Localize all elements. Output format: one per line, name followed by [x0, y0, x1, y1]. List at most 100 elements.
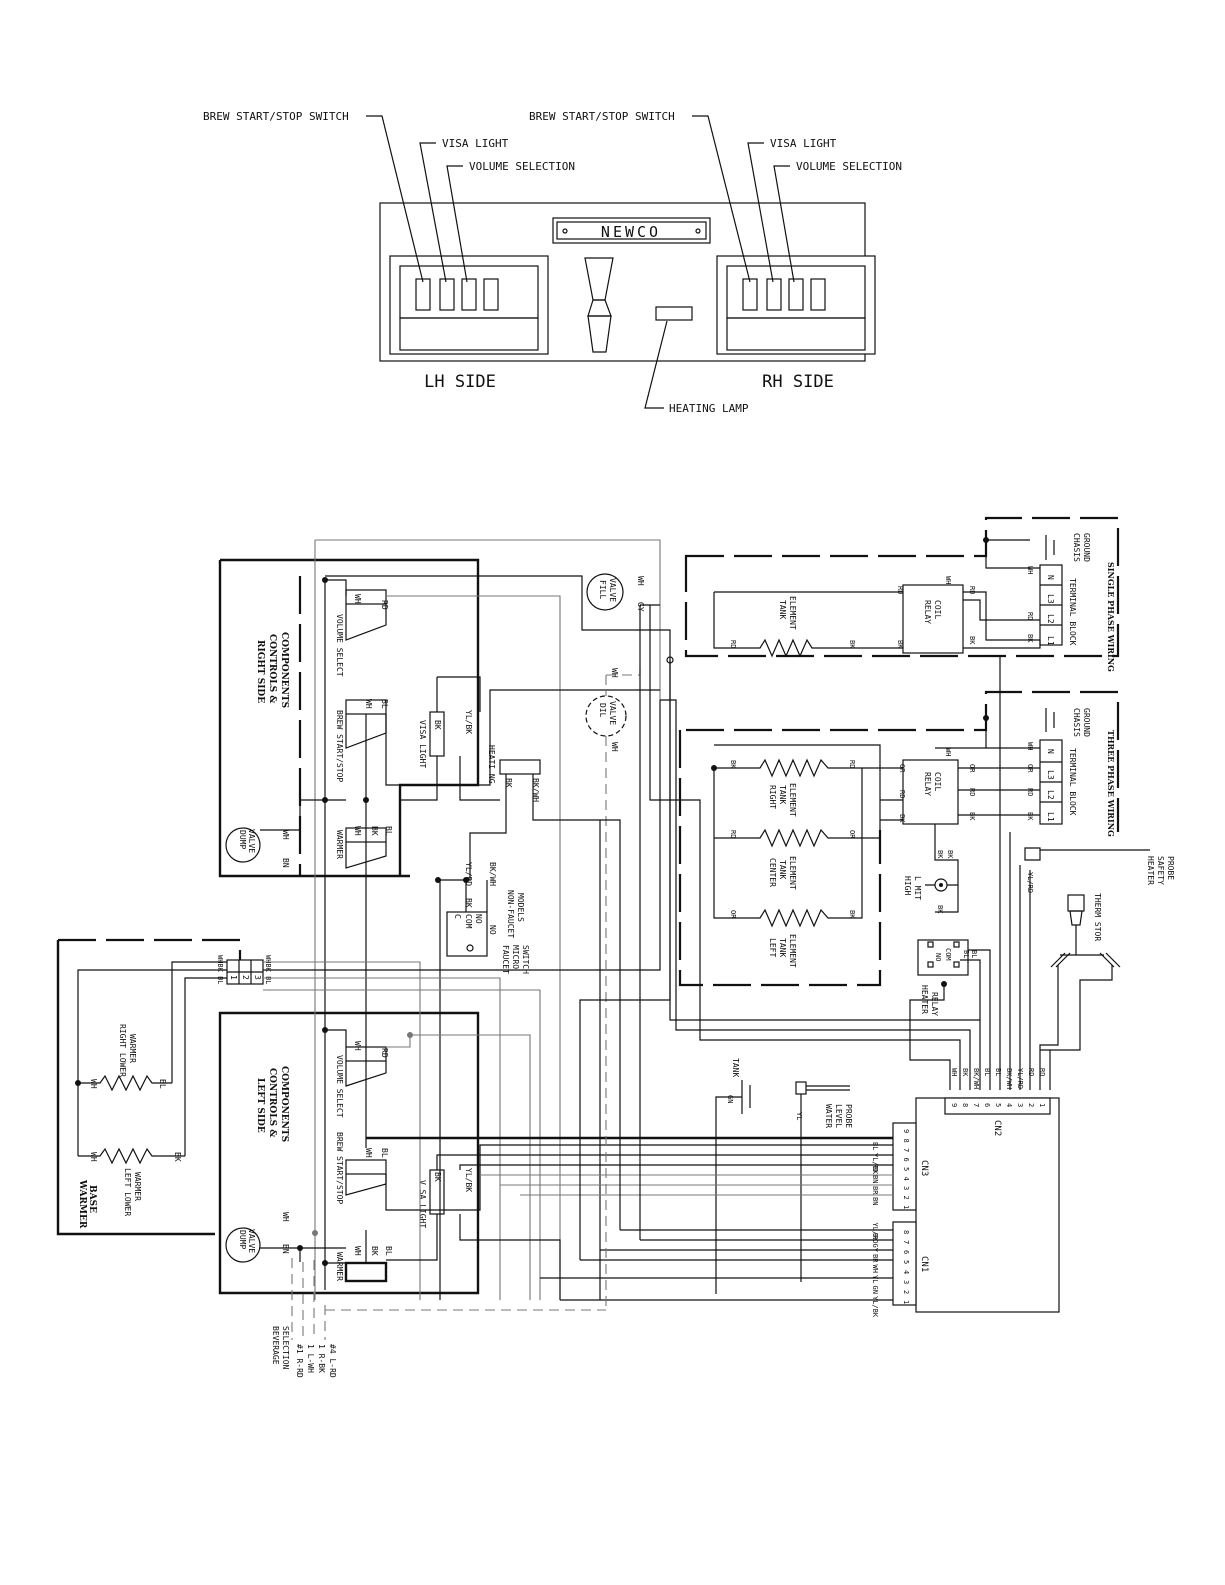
single-phase-section: L1 L2 L3 N TERMINAL BLOCK SINGLE PHASE W…	[684, 516, 1120, 672]
svg-text:BL: BL	[970, 950, 978, 958]
cn1-pin: 2	[902, 1290, 910, 1294]
svg-text:BK: BK	[464, 898, 473, 908]
svg-text:WARMER: WARMER	[133, 1172, 142, 1201]
svg-text:WH: WH	[944, 576, 952, 584]
svg-text:BK: BK	[729, 760, 737, 769]
cn1-wire-label: GY	[871, 1244, 879, 1253]
cn3-wire-label: RD	[871, 1164, 879, 1172]
svg-text:TANK: TANK	[778, 600, 787, 619]
cn2-wire-label: BK/WH	[1005, 1068, 1013, 1089]
cn3-wire-label: BR	[871, 1186, 879, 1195]
svg-text:CENTER: CENTER	[768, 858, 777, 887]
svg-text:RD: RD	[898, 790, 906, 798]
svg-text:L1: L1	[1046, 812, 1055, 822]
cn1-pin: 7	[902, 1240, 910, 1244]
svg-text:WH: WH	[353, 826, 362, 836]
svg-text:TANK: TANK	[778, 938, 787, 957]
svg-text:VALVE: VALVE	[247, 829, 256, 853]
svg-text:#4 L-RD: #4 L-RD	[328, 1344, 337, 1378]
right-visa-light: VISA LIGHT BK YL/BK	[418, 710, 473, 768]
cn2-pin: 3	[1016, 1103, 1024, 1107]
svg-text:MICRO: MICRO	[511, 945, 520, 969]
svg-text:C: C	[453, 914, 462, 919]
svg-text:RIGHT LOWER: RIGHT LOWER	[118, 1024, 127, 1077]
svg-text:COIL: COIL	[933, 772, 942, 791]
svg-text:BK: BK	[946, 850, 954, 859]
svg-text:WH: WH	[353, 1246, 362, 1256]
svg-text:WH: WH	[353, 1041, 362, 1051]
svg-text:TANK: TANK	[778, 785, 787, 804]
svg-text:YL/BK: YL/BK	[464, 1168, 473, 1192]
cn2-wire-label: BL	[994, 1068, 1002, 1076]
svg-text:OR: OR	[729, 910, 737, 919]
cn3-wire-label: BN	[871, 1175, 879, 1183]
svg-text:L3: L3	[1046, 770, 1055, 780]
svg-text:WARMER: WARMER	[335, 1252, 344, 1281]
left-side-label-2: CONTROLS &	[267, 1068, 277, 1137]
svg-text:WH: WH	[364, 699, 373, 709]
svg-text:BK: BK	[173, 1152, 182, 1162]
svg-text:BK: BK	[433, 1172, 442, 1182]
rh-volume-switch[interactable]	[788, 278, 804, 311]
svg-text:PROBE: PROBE	[844, 1104, 853, 1128]
svg-text:COM: COM	[944, 948, 952, 961]
cn1-pin: 8	[902, 1230, 910, 1234]
cn3-pin: 7	[902, 1148, 910, 1152]
svg-text:WH: WH	[281, 830, 290, 840]
rh-spare-switch[interactable]	[810, 278, 826, 311]
svg-text:BREW START/STOP: BREW START/STOP	[335, 1132, 344, 1204]
cn2-pin: 8	[961, 1103, 969, 1107]
svg-text:SELECTION: SELECTION	[281, 1326, 290, 1370]
svg-text:BL: BL	[380, 1148, 389, 1158]
svg-text:RELAY: RELAY	[923, 600, 932, 624]
svg-text:2: 2	[241, 975, 250, 980]
svg-text:RD: RD	[896, 586, 904, 594]
cn2-pin: 2	[1027, 1103, 1035, 1107]
cn1-pin: 4	[902, 1270, 910, 1274]
lh-switch-bezel	[389, 255, 549, 355]
svg-text:VOLUME SELECT: VOLUME SELECT	[335, 614, 344, 677]
high-limit: HIGH L MIT BK BK BK	[903, 824, 959, 914]
svg-text:BL: BL	[158, 1079, 167, 1089]
svg-text:BK: BK	[1026, 812, 1034, 821]
svg-text:WH: WH	[364, 1148, 373, 1158]
lh-volume-switch[interactable]	[461, 278, 477, 311]
rh-brew-switch[interactable]	[742, 278, 758, 311]
svg-text:WH: WH	[1026, 566, 1034, 574]
rh-visa-light	[766, 278, 782, 311]
cn2-wire-label: BK	[961, 1068, 969, 1077]
svg-text:SWITCH: SWITCH	[521, 945, 530, 974]
svg-text:GROUND: GROUND	[1082, 533, 1091, 562]
svg-text:ELEMENT: ELEMENT	[788, 856, 797, 890]
lh-spare-switch[interactable]	[483, 278, 499, 311]
cn1-wire-label: BK	[871, 1233, 879, 1242]
wire-harness	[260, 539, 1051, 1311]
svg-text:GN: GN	[726, 1095, 734, 1103]
svg-text:CN1: CN1	[919, 1256, 929, 1272]
svg-text:BL: BL	[962, 950, 970, 958]
svg-text:ELEMENT: ELEMENT	[788, 934, 797, 968]
left-side-block-border	[218, 1011, 480, 1295]
lh-brew-switch[interactable]	[415, 278, 431, 311]
svg-text:WH: WH	[610, 668, 619, 678]
svg-text:BK: BK	[848, 910, 856, 919]
fill-valve: FILL VALVE WH GY	[586, 573, 645, 612]
svg-text:DUMP: DUMP	[238, 830, 247, 849]
cn3-wire-label: YL/BK	[871, 1153, 879, 1175]
heating-lamp-callout: HEATING LAMP	[669, 402, 749, 415]
svg-text:NO: NO	[934, 953, 942, 961]
cn1-wire-label: GN	[871, 1286, 879, 1294]
single-relay-coil	[902, 584, 964, 654]
svg-text:BK: BK	[433, 720, 442, 730]
svg-text:RD: RD	[968, 788, 976, 796]
svg-text:L2: L2	[1046, 614, 1055, 624]
cn2-wire-label: BL	[983, 1068, 991, 1076]
control-panel: NEWCO LH SIDE RH	[203, 110, 902, 415]
svg-text:RD: RD	[729, 830, 737, 838]
svg-text:BK/WH: BK/WH	[531, 778, 540, 802]
svg-text:BREW START/STOP: BREW START/STOP	[335, 710, 344, 782]
svg-text:BL: BL	[384, 826, 393, 836]
warmer-base-label-2: BASE	[87, 1185, 97, 1213]
right-side-label-2: CONTROLS &	[267, 634, 277, 703]
svg-text:CN3: CN3	[919, 1160, 929, 1176]
